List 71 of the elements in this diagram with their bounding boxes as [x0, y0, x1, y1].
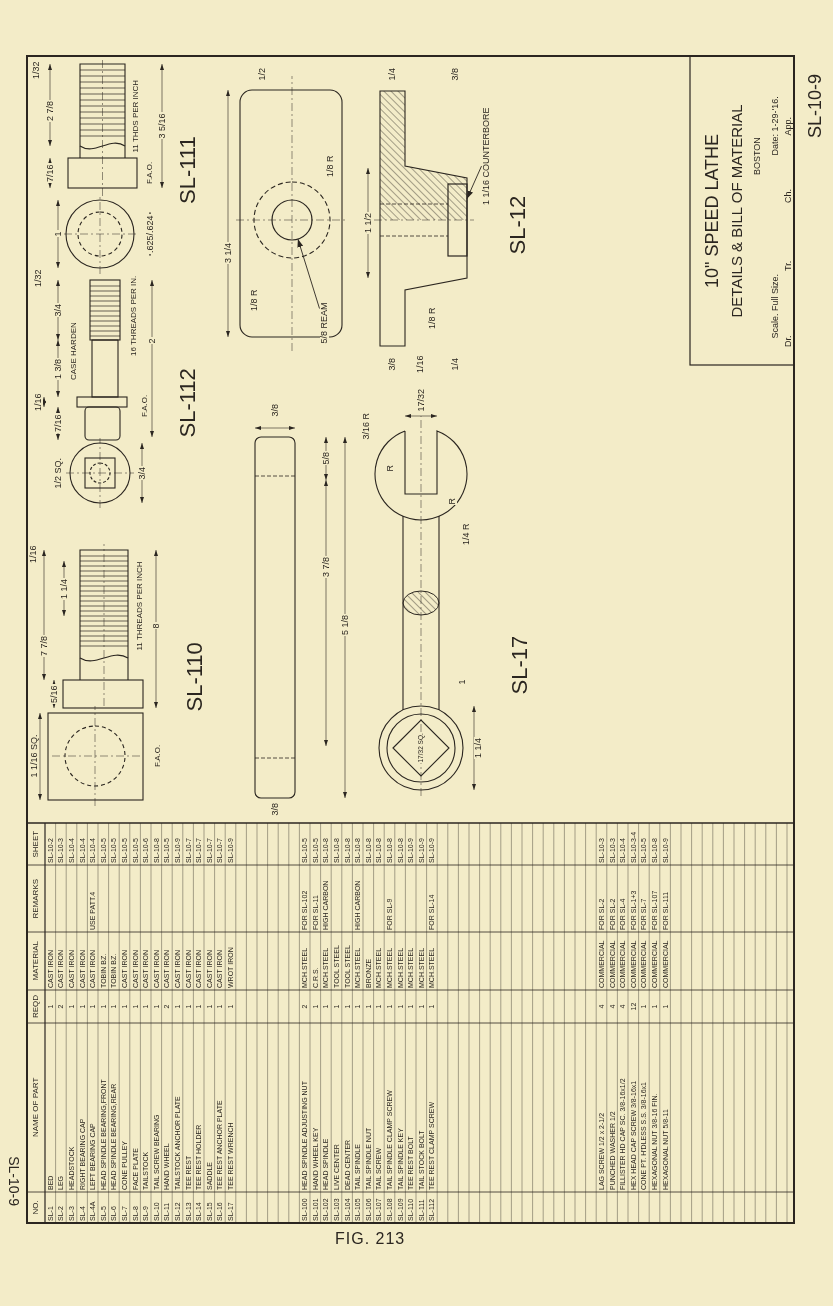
dimension-label: 1/32 [33, 268, 43, 288]
note-label: F.A.O. [154, 743, 162, 768]
dimension-label: 1/4 R [461, 522, 471, 546]
dimension-label: 3/16 R [361, 411, 371, 441]
dimension-label: 7/16 [53, 413, 63, 433]
dimension-label: R [447, 497, 457, 506]
dimension-label: 1 1/16 SQ. [29, 733, 39, 779]
dimension-label: 1/8 R [325, 154, 335, 178]
title-block-text: Dr. [783, 334, 793, 348]
title-block-text: Ch. [783, 188, 793, 204]
sheet-number: SL-10-9 [7, 1155, 21, 1207]
callout-label: 1 1/16 COUNTERBORE [481, 106, 491, 206]
dimension-label: 1 3/8 [53, 357, 63, 380]
dimension-label: 1 [53, 230, 63, 238]
drawing-title: 10" SPEED LATHE [703, 132, 721, 289]
dimension-label: 5/16 [49, 684, 59, 704]
dimension-label: 1/4 [387, 67, 397, 82]
dimension-label: .625/.624 [145, 214, 155, 254]
note-label: F.A.O. [141, 393, 149, 418]
dimension-label: 8 [151, 622, 161, 630]
title-block-text: Tr. [783, 259, 793, 272]
column-header: NAME OF PART [32, 1077, 40, 1137]
dimension-label: 3/8 [270, 802, 280, 817]
dimension-label: 3/4 [53, 303, 63, 318]
dimension-label: 1 1/2 [363, 211, 373, 234]
title-block-text: BOSTON [752, 136, 762, 176]
note-label: 11 THREADS PER INCH [136, 560, 144, 652]
dimension-label: 3 1/4 [223, 241, 233, 264]
sheet-number: SL-10-9 [806, 72, 824, 139]
column-header: NO. [32, 1200, 40, 1215]
dimension-label: 7 7/8 [39, 634, 49, 657]
dimension-label: 1/8 R [249, 288, 259, 312]
dimension-label: 5/8 [321, 451, 331, 466]
note-label: F.A.O. [146, 160, 154, 185]
counterbore [447, 183, 468, 257]
note-label: 11 THDS PER INCH [132, 78, 140, 154]
dimension-label: 3/8 [450, 67, 460, 82]
dimension-label: 1/16 [28, 544, 38, 564]
dimension-label: 1 1/4 [59, 577, 69, 600]
column-header: MATERIAL [32, 941, 40, 981]
dimension-label: 5 1/8 [340, 613, 350, 636]
note-label: CASE HARDEN [70, 321, 78, 381]
dimension-label: 1/2 SQ. [53, 457, 63, 490]
column-header: REQD [32, 994, 40, 1018]
dimension-label: 3 7/8 [321, 555, 331, 578]
dimension-label: 2 [147, 337, 157, 345]
dimension-label: 1 1/4 [473, 736, 483, 759]
dimension-label: 1/32 [31, 60, 41, 80]
dimension-label: 2 7/8 [45, 99, 55, 122]
dimension-label: 1/2 [257, 67, 267, 82]
title-block-text: Date: 1-29-'16. [770, 95, 780, 157]
note-label: 16 THREADS PER IN. [130, 274, 138, 357]
column-header: SHEET [32, 830, 40, 858]
callout-label: 5/8 REAM [319, 301, 329, 345]
reamed-hole [271, 199, 313, 241]
dimension-label: 1/4 [450, 357, 460, 372]
dimension-label: 3 5/16 [157, 112, 167, 140]
dimension-label: 3/4 [137, 466, 147, 481]
dimension-label: 17/32 [416, 387, 426, 413]
dimension-label: 3/8 [270, 403, 280, 418]
dimension-label: 7/16 [45, 163, 55, 183]
column-header: REMARKS [32, 878, 40, 919]
dimension-label: 1/16 [415, 354, 425, 374]
dimension-label: 1/8 R [427, 306, 437, 330]
dimension-label: 3/8 [387, 357, 397, 372]
dimension-label: 1/16 [33, 392, 43, 412]
figure-caption: FIG. 213 [335, 1230, 406, 1248]
title-block-text: Scale. Full Size. [770, 272, 780, 340]
dimension-label: R [385, 464, 395, 473]
title-block-text: App. [783, 116, 793, 137]
dimension-label: 1 [457, 678, 467, 686]
